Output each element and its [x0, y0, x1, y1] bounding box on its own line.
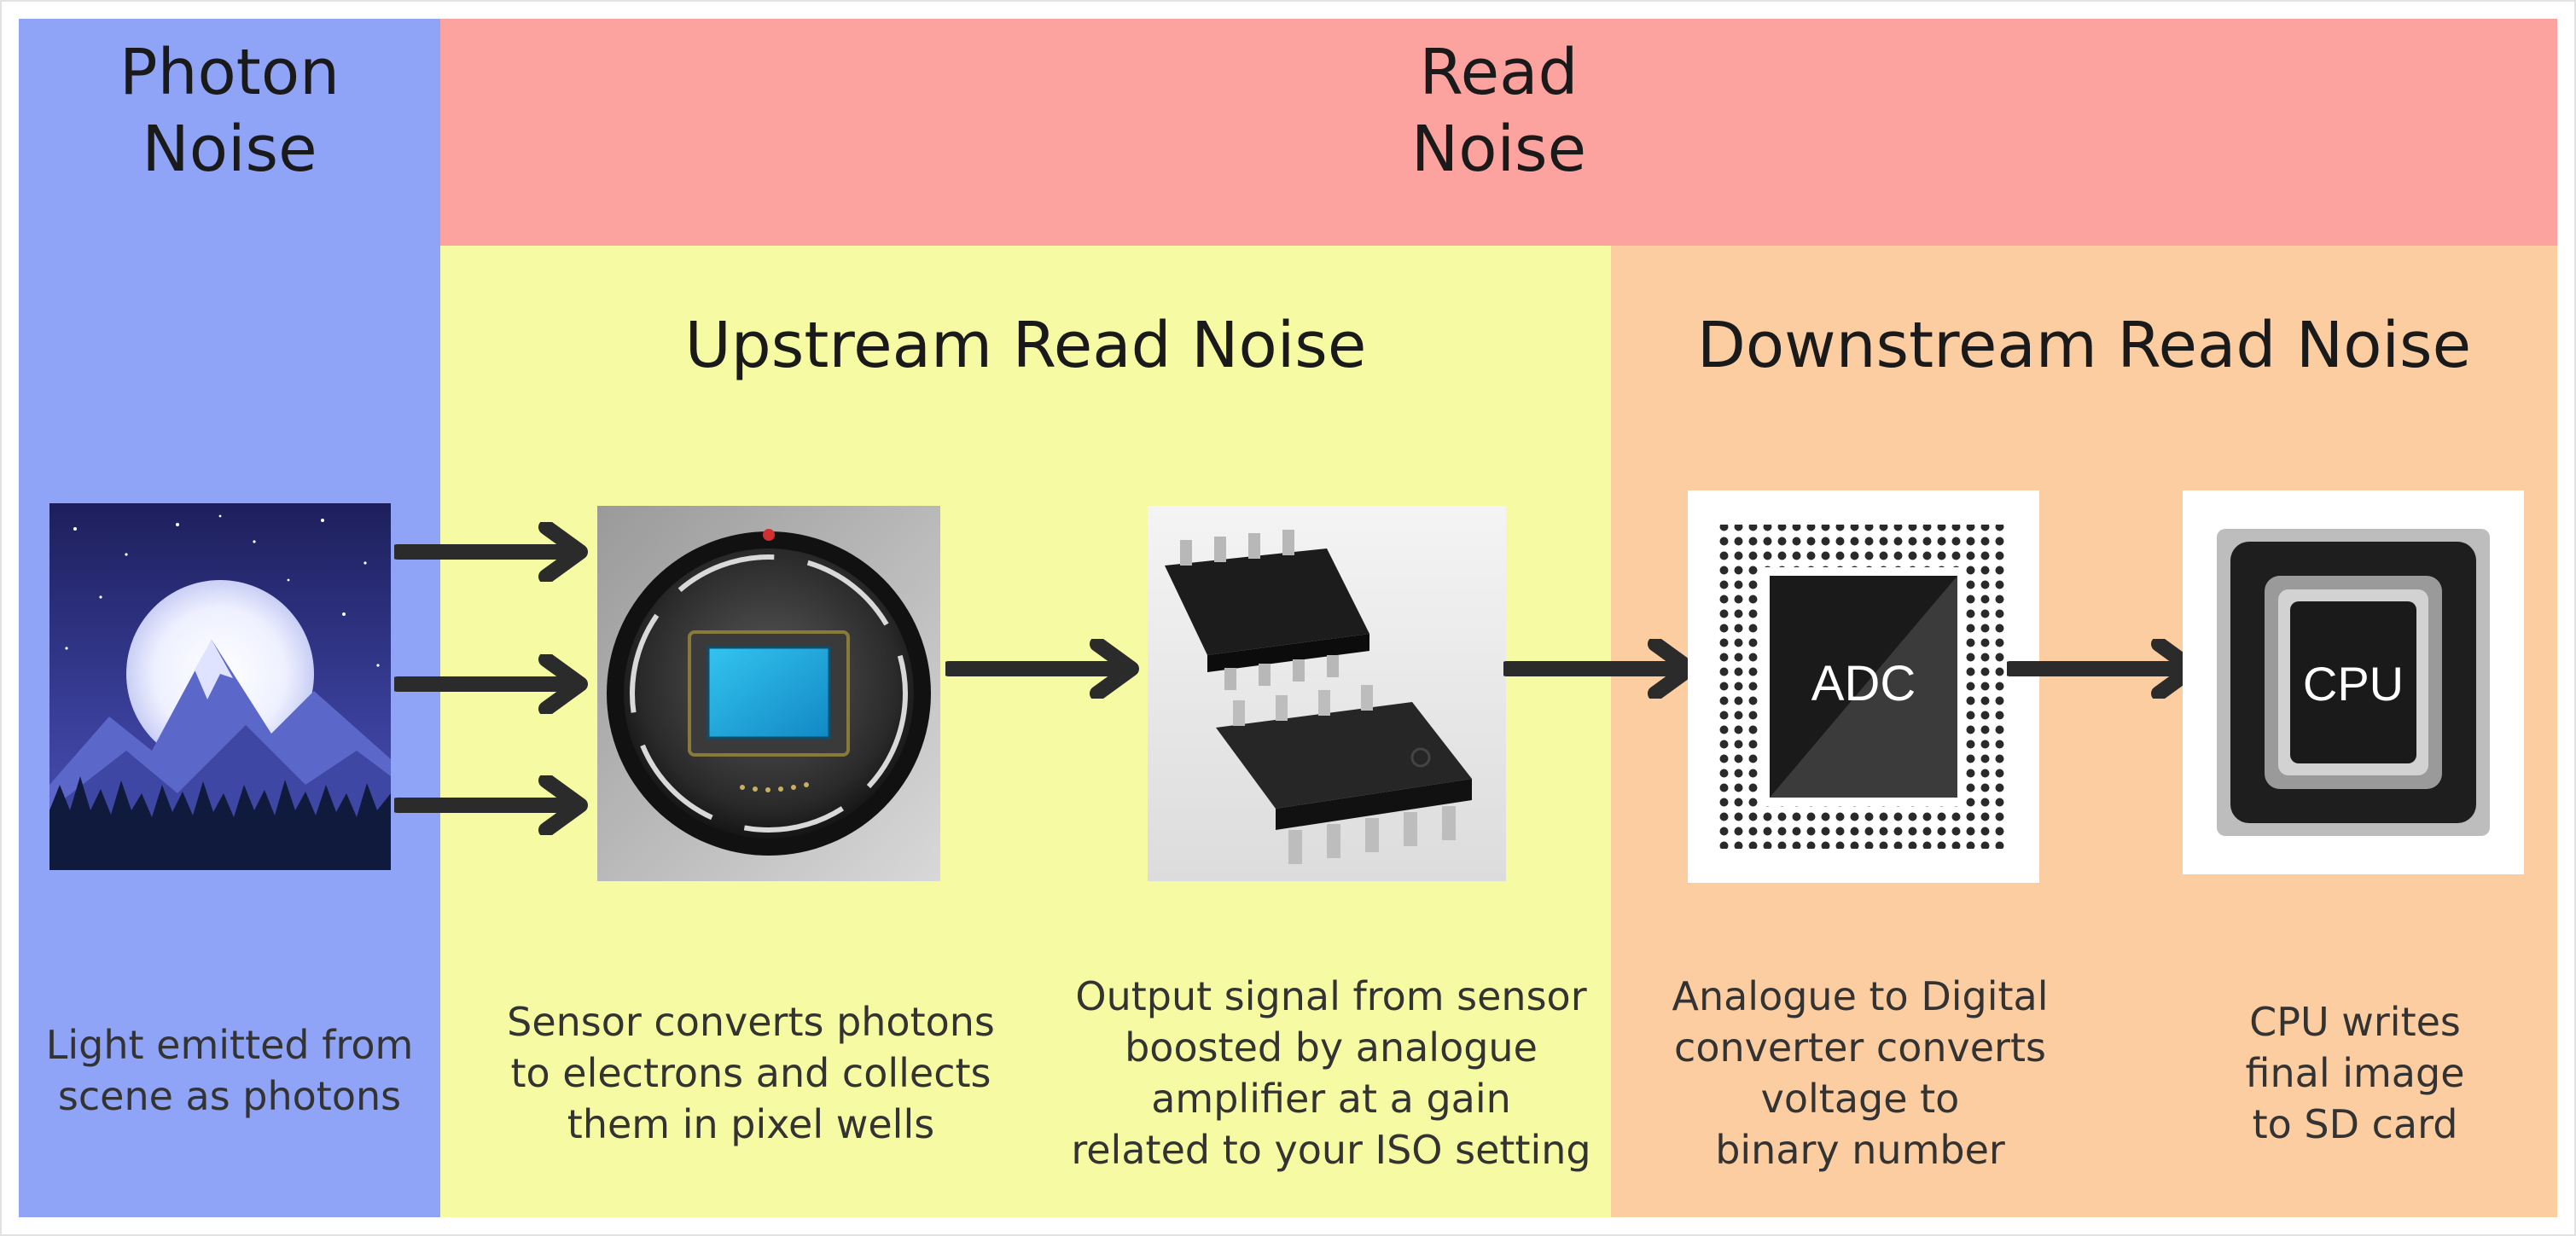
caption-line: amplifier at a gain: [1151, 1076, 1511, 1122]
adc-caption: Analogue to Digital converter converts v…: [1638, 971, 2082, 1175]
caption-line: Light emitted from: [45, 1022, 414, 1068]
caption-line: boosted by analogue: [1125, 1024, 1538, 1071]
amplifier-to-adc-arrow: [1503, 639, 1697, 699]
upstream-read-noise-title: Upstream Read Noise: [440, 307, 1611, 384]
upstream-title-text: Upstream Read Noise: [684, 309, 1367, 382]
photon-noise-title-line: Photon: [119, 36, 340, 109]
downstream-title-text: Downstream Read Noise: [1696, 309, 2472, 382]
sensor-caption: Sensor converts photons to electrons and…: [478, 996, 1024, 1150]
caption-line: binary number: [1715, 1127, 2005, 1173]
read-noise-title: Read Noise: [440, 34, 2557, 188]
adc-to-cpu-arrow: [2007, 639, 2201, 699]
sensor-to-amplifier-arrow: [945, 639, 1139, 699]
stars: [65, 514, 380, 667]
photon-arrow-bottom: [394, 775, 588, 835]
large-chip: [1216, 685, 1472, 864]
caption-line: voltage to: [1760, 1076, 1960, 1122]
caption-line: to electrons and collects: [510, 1050, 991, 1096]
amplifier-chips-picture: [1148, 506, 1506, 881]
photon-arrow-middle: [394, 654, 588, 714]
photon-noise-title-line: Noise: [142, 113, 317, 186]
cpu-chip-picture: CPU: [2183, 490, 2524, 874]
cpu-label: CPU: [2303, 657, 2404, 711]
adc-label: ADC: [1811, 656, 1916, 711]
caption-line: final image: [2245, 1050, 2465, 1096]
caption-line: Sensor converts photons: [507, 999, 995, 1045]
read-noise-band: [440, 19, 2557, 246]
read-noise-title-line: Noise: [1410, 113, 1587, 186]
night-mountain-scene-picture: [49, 503, 391, 870]
read-noise-title-line: Read: [1419, 36, 1579, 109]
photon-noise-title: Photon Noise: [19, 34, 440, 188]
camera-sensor-picture: [597, 506, 940, 881]
adc-chip-picture: ADC: [1688, 490, 2039, 883]
caption-line: to SD card: [2252, 1101, 2458, 1147]
photon-arrow-top: [394, 522, 588, 582]
caption-line: them in pixel wells: [567, 1101, 935, 1147]
downstream-read-noise-title: Downstream Read Noise: [1611, 307, 2557, 384]
caption-line: Analogue to Digital: [1672, 973, 2049, 1019]
caption-line: CPU writes: [2249, 999, 2461, 1045]
cpu-caption: CPU writes final image to SD card: [2167, 996, 2543, 1150]
light-caption: Light emitted from scene as photons: [19, 1019, 440, 1122]
caption-line: scene as photons: [57, 1073, 402, 1119]
amplifier-caption: Output signal from sensor boosted by ana…: [1058, 971, 1604, 1175]
tree-line: [49, 776, 391, 870]
caption-line: converter converts: [1674, 1024, 2046, 1071]
caption-line: Output signal from sensor: [1075, 973, 1587, 1019]
small-chip: [1165, 530, 1369, 690]
caption-line: related to your ISO setting: [1071, 1127, 1591, 1173]
